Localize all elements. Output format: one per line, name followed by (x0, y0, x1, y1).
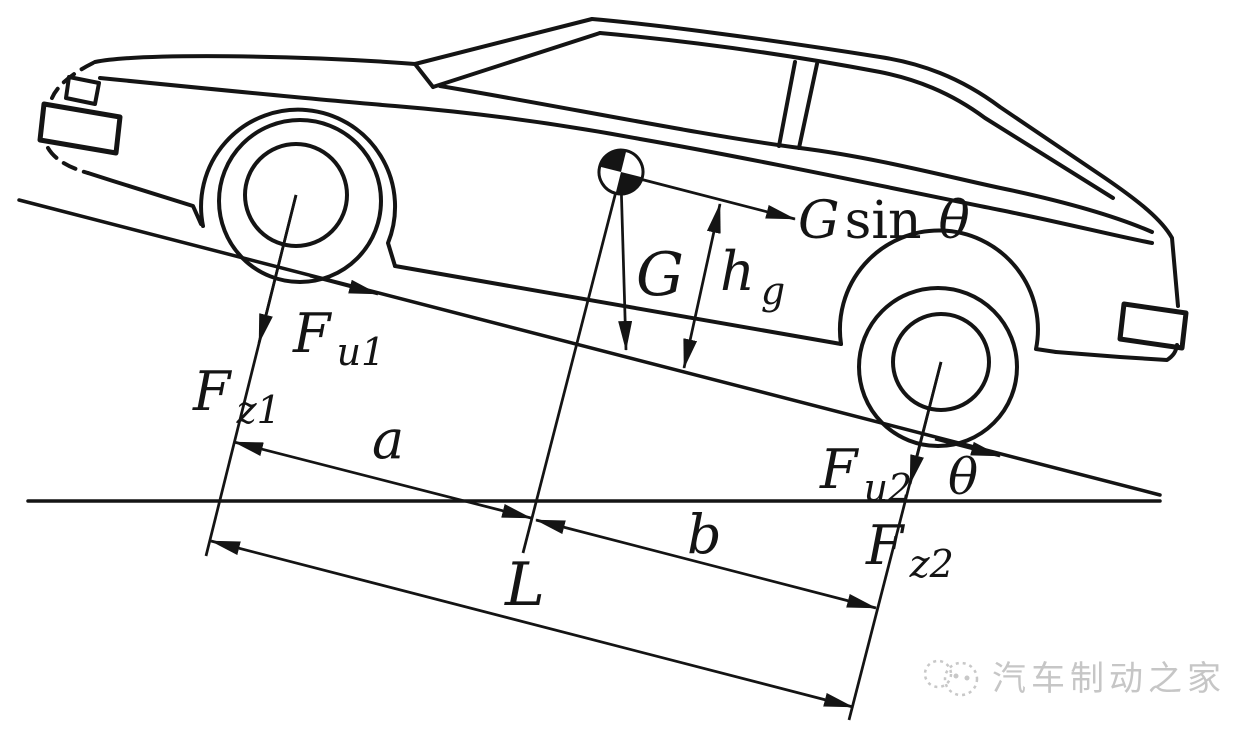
dimension-a-line (233, 440, 532, 520)
label-dimension-l: L (504, 550, 545, 620)
fu1-force-arrow (309, 274, 379, 296)
watermark-text: 汽车制动之家 (992, 659, 1226, 699)
beltline (438, 84, 1154, 234)
b-pillar (777, 60, 797, 148)
force-and-dimension-lines (204, 171, 1001, 721)
fu2-force-arrow (934, 437, 1001, 458)
rear-tire (857, 286, 1019, 448)
label-fz1: F z1 (192, 360, 281, 432)
roof-line (590, 17, 1180, 308)
cg-extension-line (521, 171, 623, 554)
label-hg: h g (720, 240, 785, 313)
front-bumper (37, 101, 123, 156)
rear-bumper (1117, 301, 1189, 351)
rear-wheel-arch (837, 228, 1058, 354)
front-wheel-arch (199, 107, 398, 268)
watermark: 汽车制动之家 (923, 659, 1226, 699)
label-fu1: F u1 (292, 302, 385, 374)
gsin-theta-arrow (639, 177, 796, 221)
rear-wheel (857, 286, 1019, 448)
car-body (37, 17, 1189, 362)
label-g-weight: G (636, 240, 684, 310)
label-fz2: F z2 (865, 514, 954, 586)
fz2-force-arrow (908, 361, 943, 485)
g-weight-arrow (618, 179, 633, 351)
slope-road-line (17, 198, 1162, 497)
watermark-logo-icon (923, 659, 979, 697)
hg-dimension-arrow (682, 203, 722, 369)
label-dimension-b: b (687, 503, 722, 566)
labels: G sin θ G h g F u1 F z1 F u2 F z2 θ a b … (192, 191, 978, 620)
dimension-l-line (210, 539, 854, 709)
rear-rim (891, 312, 991, 412)
road-lines (17, 198, 1162, 503)
windshield-pillar (413, 17, 594, 66)
fz1-force-arrow (257, 194, 298, 344)
center-of-gravity-symbol (597, 148, 645, 196)
front-rim (243, 142, 349, 248)
label-gsin-theta: G sin θ (798, 191, 970, 251)
label-dimension-a: a (372, 408, 404, 471)
headlight (64, 75, 101, 106)
label-fu2: F u2 (819, 438, 912, 510)
label-slope-angle-theta: θ (948, 448, 978, 506)
front-wheel (217, 118, 383, 284)
front-tire (217, 118, 383, 284)
